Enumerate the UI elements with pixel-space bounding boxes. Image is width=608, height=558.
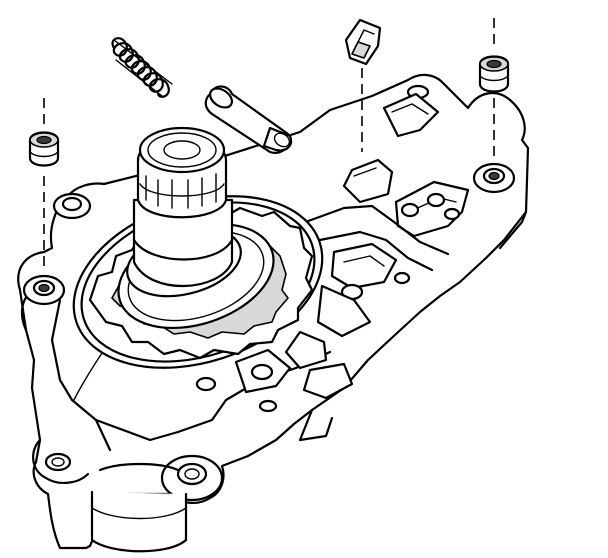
- left-bushing: [28, 98, 60, 270]
- spring: [111, 37, 173, 98]
- clip: [344, 18, 382, 152]
- passage-bores: [195, 92, 470, 413]
- plug: [204, 85, 293, 154]
- right-bushing: [478, 18, 510, 162]
- drive-shaft: [126, 126, 242, 298]
